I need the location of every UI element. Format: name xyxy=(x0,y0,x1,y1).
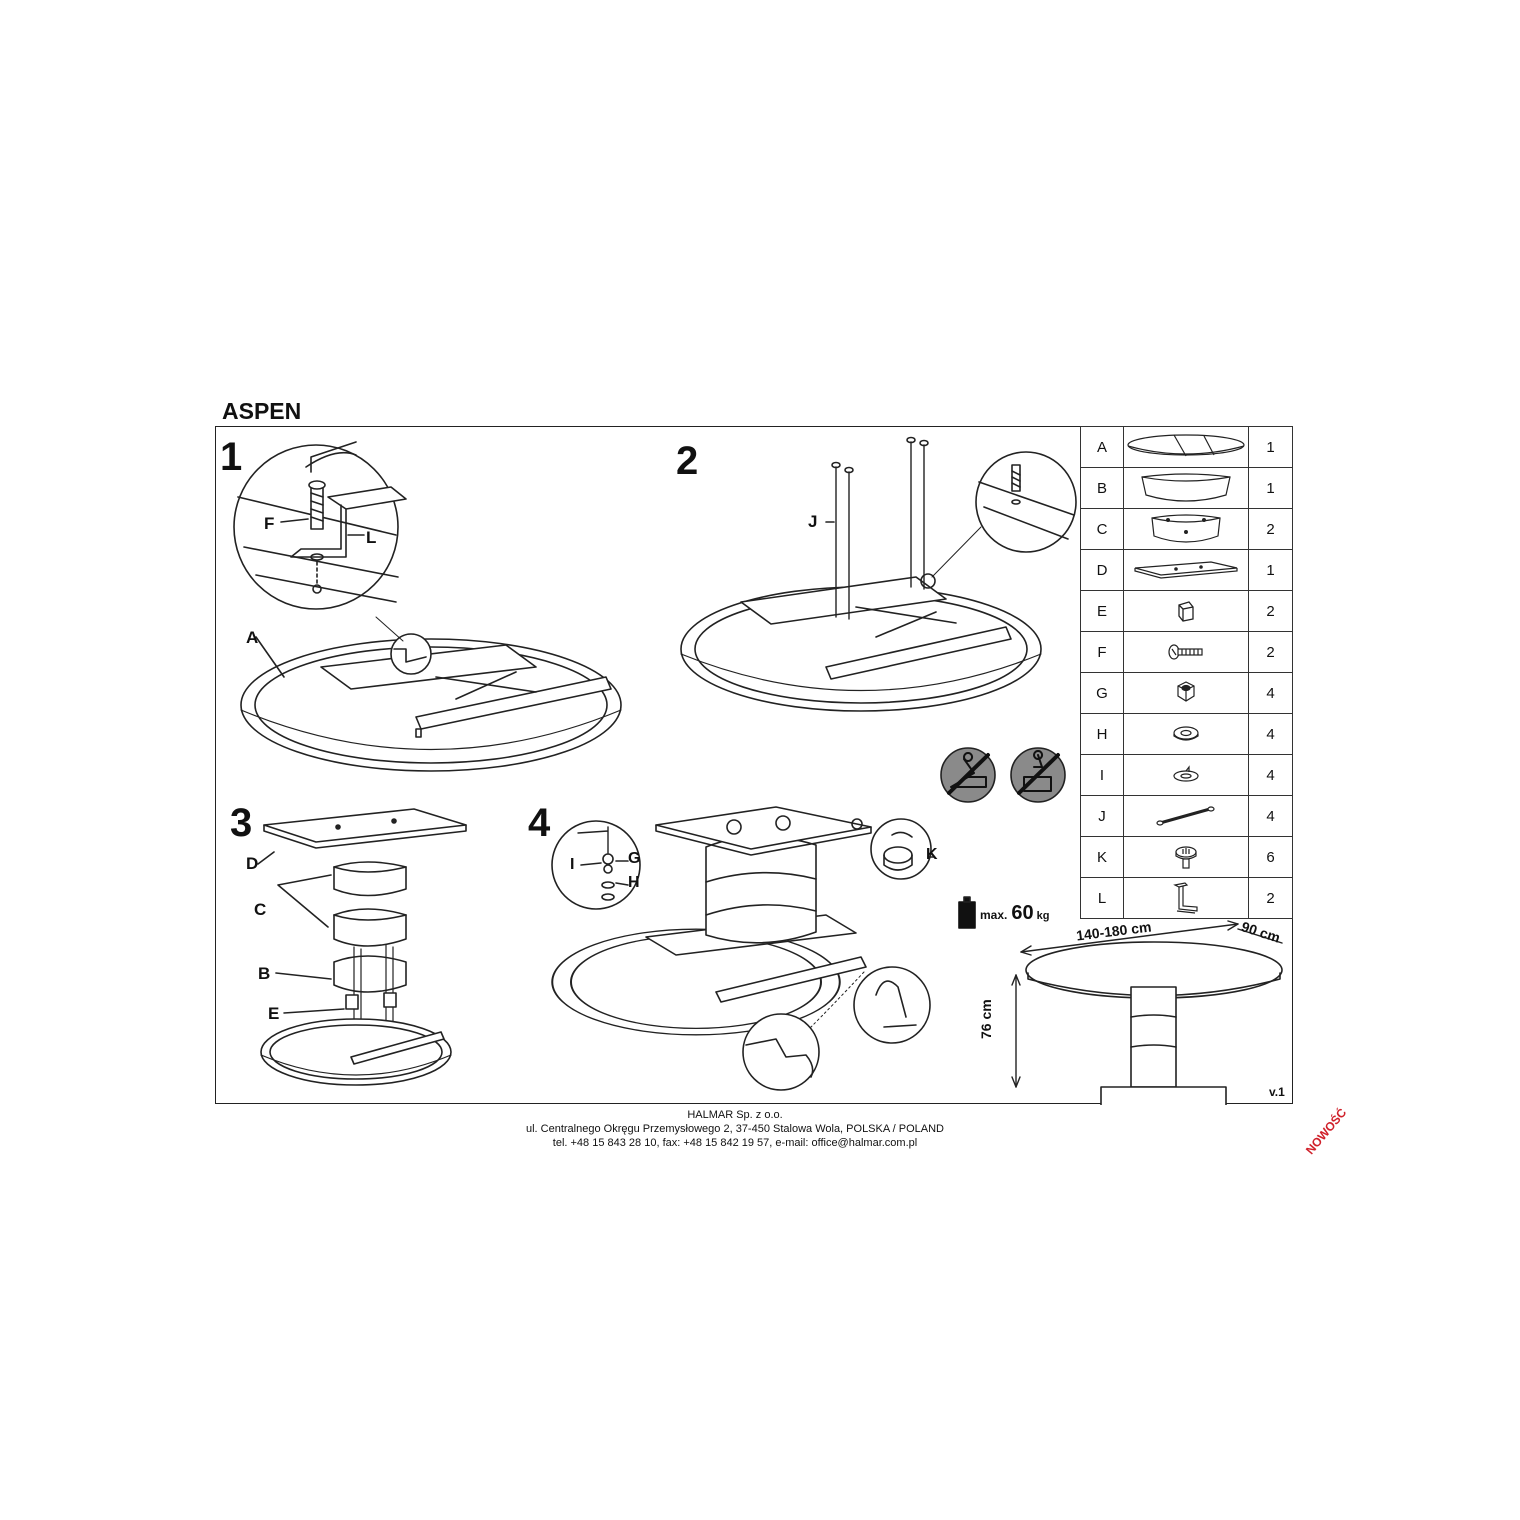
label-b-step3: B xyxy=(258,964,271,983)
label-e-step3: E xyxy=(268,1004,280,1023)
step4-number: 4 xyxy=(528,801,551,845)
part-letter: K xyxy=(1080,836,1124,878)
part-letter: I xyxy=(1080,754,1124,796)
max-load-prefix: max. xyxy=(980,908,1008,922)
label-l-step1: L xyxy=(366,528,377,547)
label-a-step1: A xyxy=(246,628,259,647)
part-letter: B xyxy=(1080,467,1124,509)
part-quantity: 4 xyxy=(1248,795,1293,837)
label-g-step4: G xyxy=(628,850,641,867)
part-quantity: 2 xyxy=(1248,508,1293,550)
max-load-value: 60 xyxy=(1011,902,1034,924)
part-letter: G xyxy=(1080,672,1124,714)
part-letter: F xyxy=(1080,631,1124,673)
part-letter: E xyxy=(1080,590,1124,632)
assembly-drawing xyxy=(233,436,1283,1105)
washer-icon xyxy=(1123,713,1249,755)
part-quantity: 4 xyxy=(1248,672,1293,714)
max-load-unit: kg xyxy=(1036,910,1050,922)
part-quantity: 2 xyxy=(1248,631,1293,673)
flat-board-icon xyxy=(1123,549,1249,591)
spring-washer-icon xyxy=(1123,754,1249,796)
label-d-step3: D xyxy=(246,854,259,873)
glide-foot-icon xyxy=(1123,836,1249,878)
footer-company: HALMAR Sp. z o.o. xyxy=(687,1109,783,1121)
screw-icon xyxy=(1123,631,1249,673)
nut-icon xyxy=(1123,672,1249,714)
footer: HALMAR Sp. z o.o. ul. Centralnego Okręgu… xyxy=(0,1108,1470,1150)
warning-icons xyxy=(940,747,1066,803)
step1-number: 1 xyxy=(220,435,243,479)
label-k-step4: K xyxy=(926,846,938,863)
document-title: ASPEN xyxy=(222,398,302,424)
oval-ring-with-holes-icon xyxy=(1123,508,1249,550)
footer-address: ul. Centralnego Okręgu Przemysłowego 2, … xyxy=(525,1123,944,1135)
oval-base-ring-icon xyxy=(1123,467,1249,509)
block-icon xyxy=(1123,590,1249,632)
part-letter: H xyxy=(1080,713,1124,755)
step2-number: 2 xyxy=(676,439,699,483)
weight-icon xyxy=(958,896,976,929)
label-f-step1: F xyxy=(264,514,275,533)
step2-drawing xyxy=(680,436,1077,712)
version-label: v.1 xyxy=(1269,1085,1285,1099)
part-letter: A xyxy=(1080,426,1124,468)
step3-number: 3 xyxy=(230,801,253,845)
threaded-rod-icon xyxy=(1123,795,1249,837)
part-quantity: 2 xyxy=(1248,877,1293,919)
part-letter: C xyxy=(1080,508,1124,550)
footer-contact: tel. +48 15 843 28 10, fax: +48 15 842 1… xyxy=(552,1137,918,1149)
label-c-step3: C xyxy=(254,900,267,919)
label-j-step2: J xyxy=(808,512,818,531)
label-i-step4: I xyxy=(570,856,575,873)
dimension-height: 76 cm xyxy=(978,999,994,1039)
step1-drawing xyxy=(233,441,622,772)
part-quantity: 1 xyxy=(1248,549,1293,591)
part-quantity: 1 xyxy=(1248,467,1293,509)
part-letter: J xyxy=(1080,795,1124,837)
part-quantity: 6 xyxy=(1248,836,1293,878)
part-quantity: 2 xyxy=(1248,590,1293,632)
oval-tabletop-icon xyxy=(1123,426,1249,468)
bracket-icon xyxy=(1123,877,1249,919)
part-quantity: 1 xyxy=(1248,426,1293,468)
part-quantity: 4 xyxy=(1248,713,1293,755)
part-quantity: 4 xyxy=(1248,754,1293,796)
step3-drawing xyxy=(257,808,467,1086)
part-letter: L xyxy=(1080,877,1124,919)
part-letter: D xyxy=(1080,549,1124,591)
label-h-step4: H xyxy=(628,874,640,891)
dimension-drawing xyxy=(1011,920,1283,1105)
step4-drawing xyxy=(551,806,935,1091)
